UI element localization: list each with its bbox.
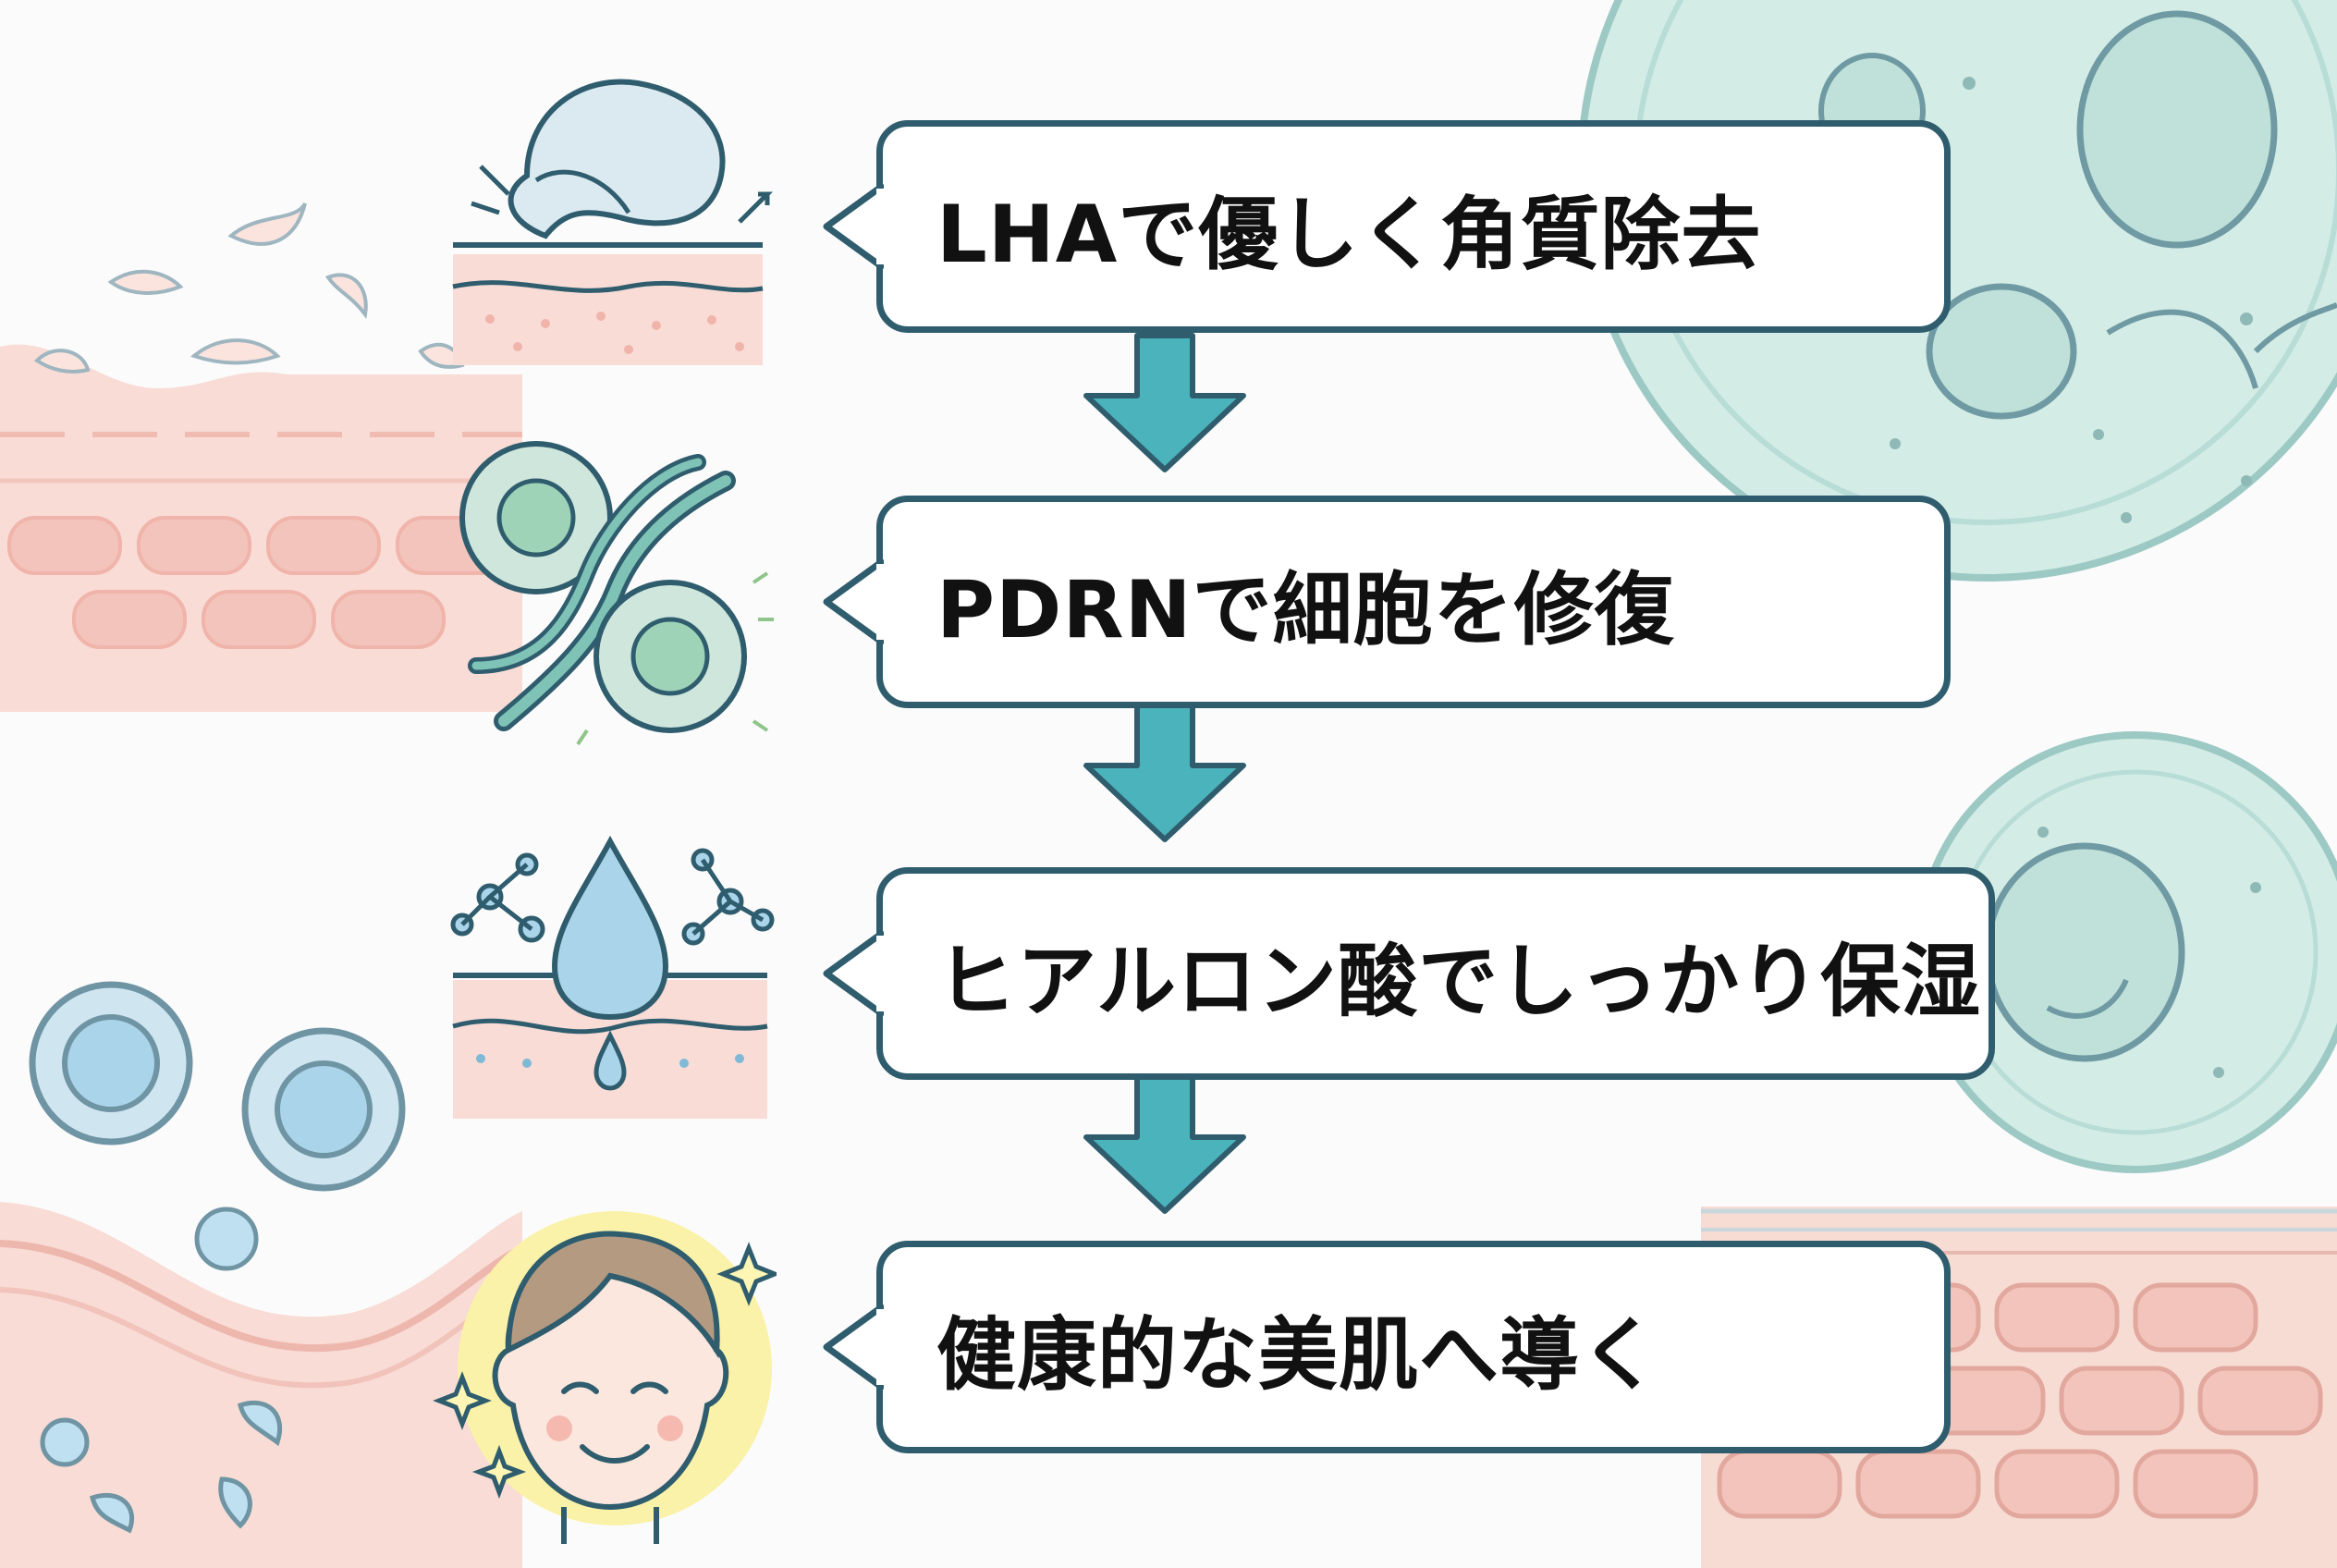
- step-tail-2: [823, 557, 884, 646]
- skin-tissue-top-left: [0, 202, 522, 712]
- smiling-face-icon: [433, 1211, 777, 1544]
- step-tail-3: [823, 929, 884, 1018]
- exfoliation-peel-icon: [452, 79, 774, 365]
- skin-and-water-bottom-left: [0, 981, 524, 1568]
- cell-dna-repair-icon: [459, 441, 774, 746]
- step-box-1: LHAで優しく角質除去: [876, 120, 1951, 333]
- step-tail-1: [823, 182, 884, 271]
- step-label-4: 健康的な美肌へ導く: [936, 1308, 1660, 1402]
- down-arrow-1: [1083, 333, 1246, 472]
- water-drop-molecule-icon: [450, 835, 775, 1119]
- medium-cell-illustration: [1915, 731, 2337, 1173]
- step-label-3: ヒアルロン酸でしっかり保湿: [936, 935, 1982, 1028]
- step-box-4: 健康的な美肌へ導く: [876, 1241, 1951, 1453]
- down-arrow-2: [1083, 703, 1246, 842]
- step-box-2: PDRNで細胞を修復: [876, 496, 1951, 708]
- step-box-3: ヒアルロン酸でしっかり保湿: [876, 867, 1995, 1080]
- step-label-1: LHAで優しく角質除去: [936, 188, 1762, 281]
- down-arrow-3: [1083, 1074, 1246, 1214]
- step-tail-4: [823, 1303, 884, 1391]
- step-label-2: PDRNで細胞を修復: [936, 563, 1675, 656]
